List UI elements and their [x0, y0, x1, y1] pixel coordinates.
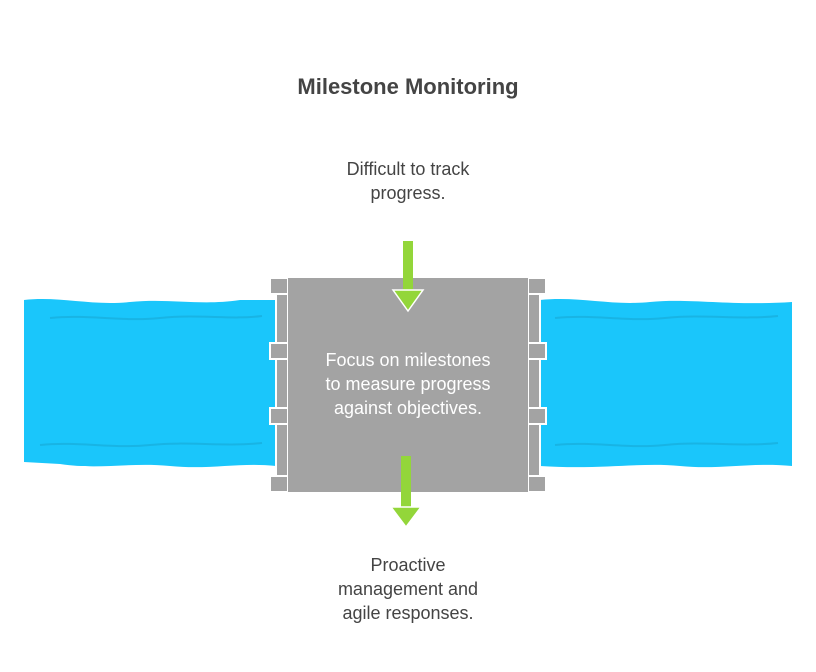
outcome-text-line: management and: [337, 579, 479, 599]
solution-text: Focus on milestones to measure progress …: [290, 348, 526, 420]
right-water: [540, 299, 792, 468]
outcome-text-line: agile responses.: [342, 603, 474, 623]
left-water: [24, 299, 276, 468]
problem-text: Difficult to track progress.: [290, 157, 526, 205]
right-dam-post: [527, 277, 547, 493]
problem-text-line: Difficult to track: [346, 159, 470, 179]
right-water-ripple: [554, 442, 779, 448]
outcome-text-line: Proactive: [370, 555, 446, 575]
outcome-text: Proactive management and agile responses…: [290, 553, 526, 625]
diagram-title: Milestone Monitoring: [297, 74, 519, 99]
solution-text-line: Focus on milestones: [325, 350, 491, 370]
problem-text-line: progress.: [370, 183, 446, 203]
right-water-ripple: [554, 315, 779, 321]
down-arrow-top: [391, 241, 425, 313]
left-water-ripple: [39, 442, 263, 448]
solution-text-line: against objectives.: [333, 398, 483, 418]
down-arrow-bottom: [389, 456, 423, 529]
left-water-ripple: [49, 315, 263, 321]
solution-text-line: to measure progress: [325, 374, 491, 394]
